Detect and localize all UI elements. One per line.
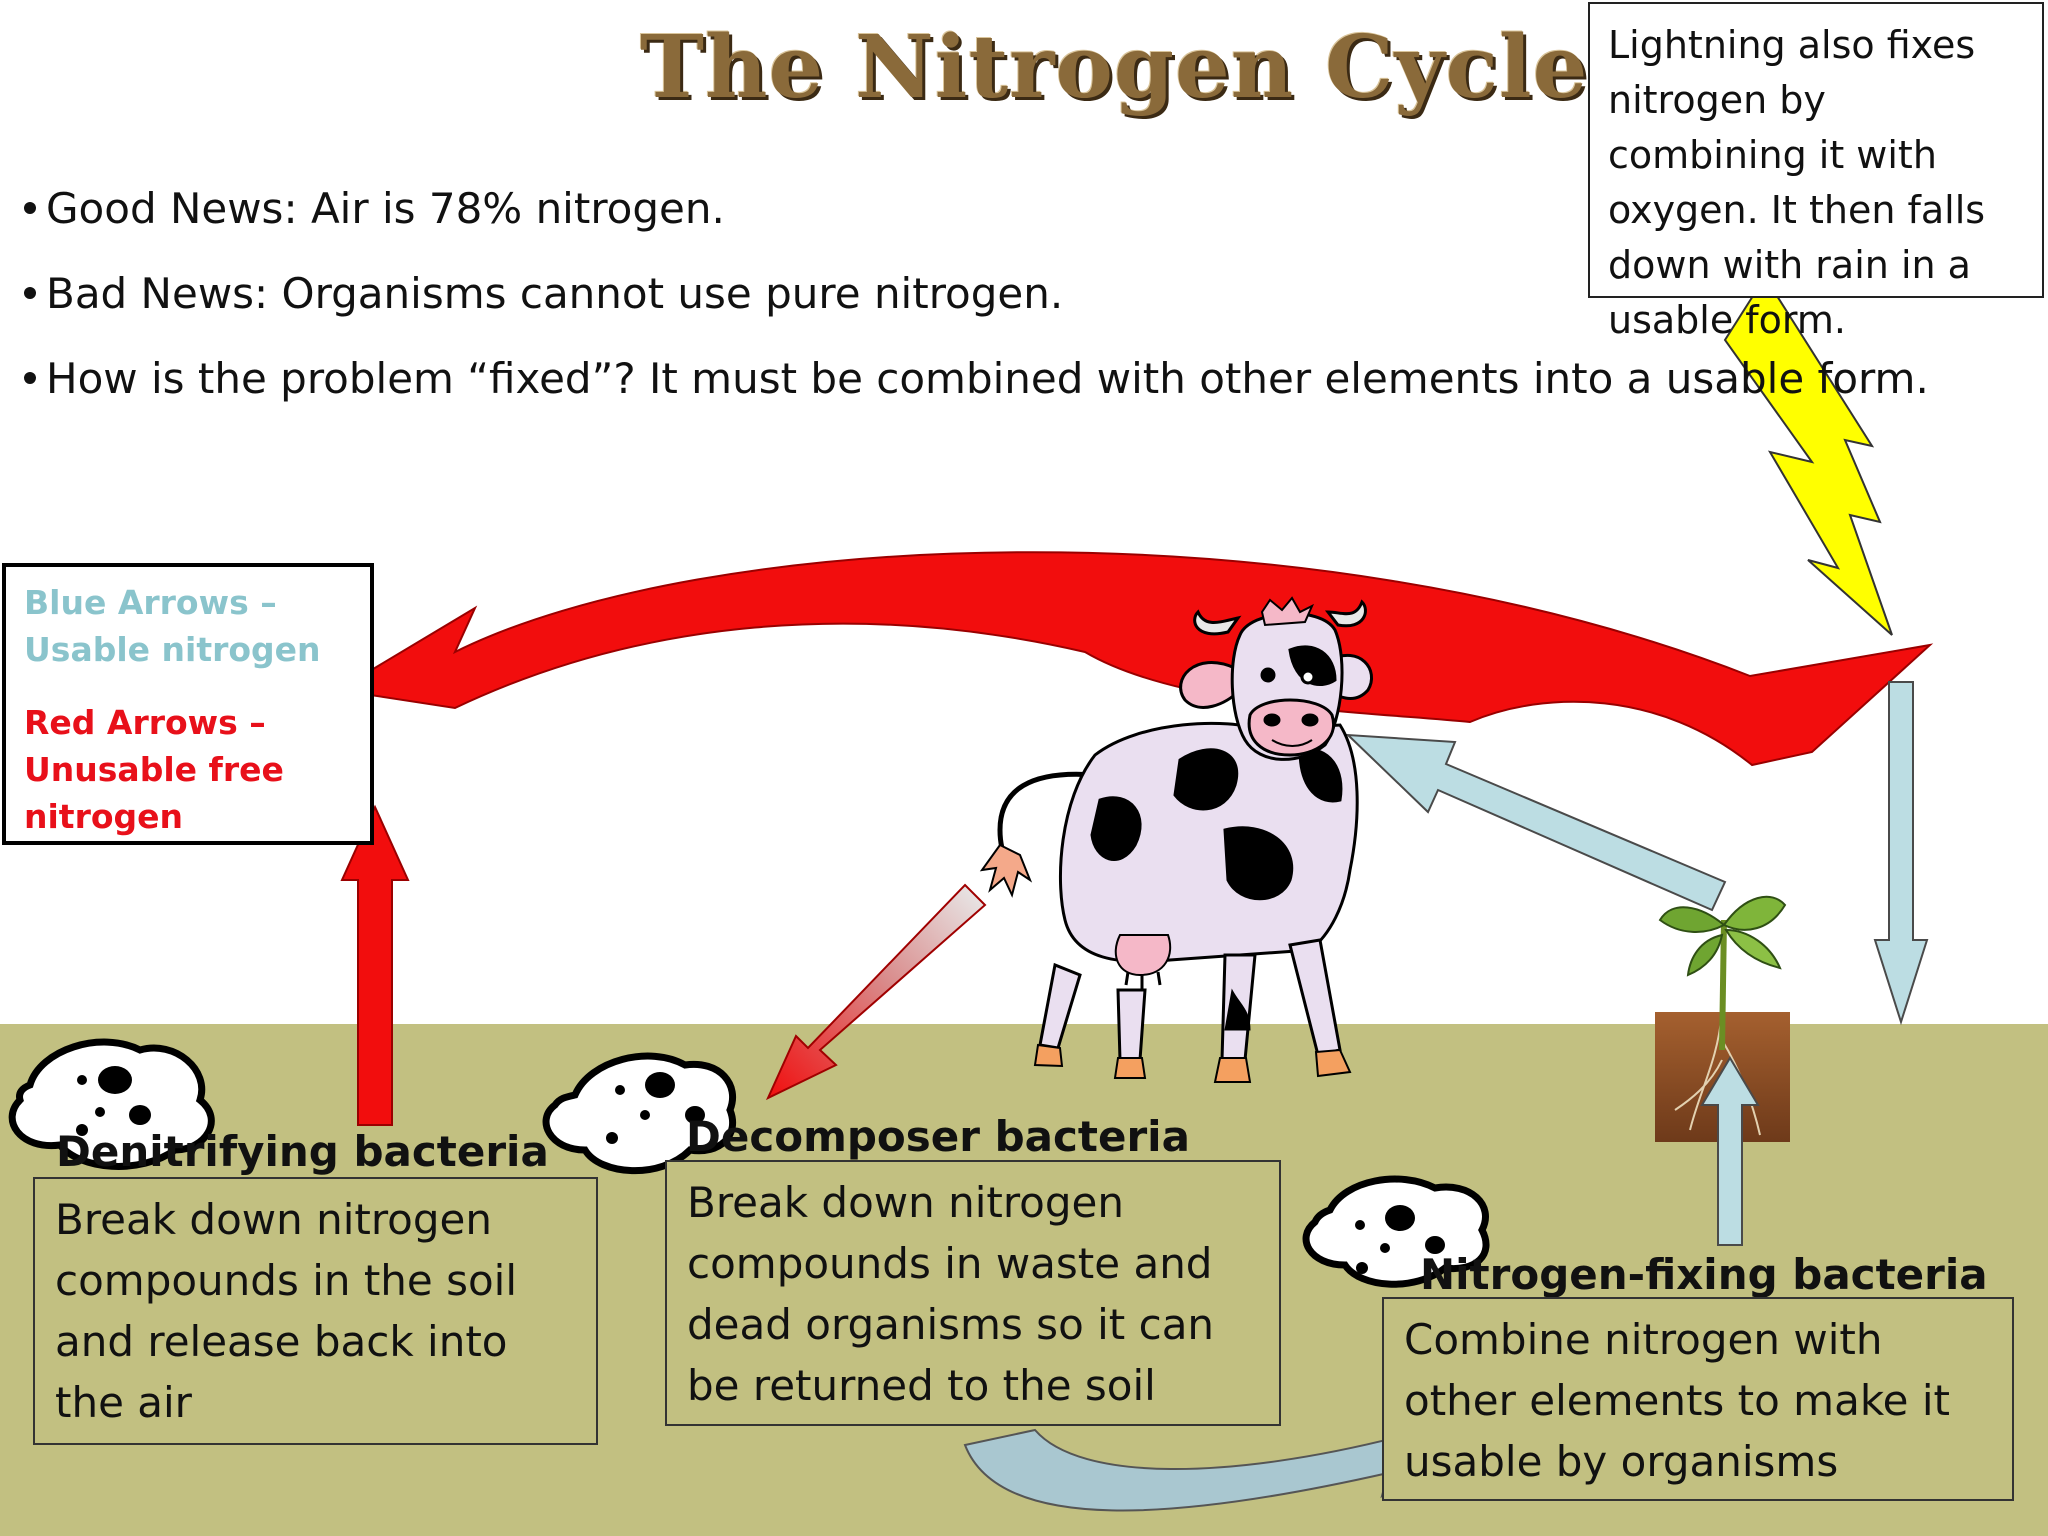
bullet-dot-icon — [24, 286, 36, 299]
lightning-callout: Lightning also fixes nitrogen by combini… — [1588, 2, 2044, 342]
red-up-arrow — [340, 804, 410, 1126]
bullet-item: Bad News: Organisms cannot use pure nitr… — [18, 265, 1978, 323]
nitrogen-fixing-heading: Nitrogen-fixing bacteria — [1420, 1250, 1988, 1299]
decomposer-description: Break down nitrogen compounds in waste a… — [665, 1160, 1281, 1426]
bullet-text: Good News: Air is 78% nitrogen. — [46, 184, 725, 233]
blue-plant-to-cow-arrow — [1345, 733, 1727, 912]
bacteria-blob-icon — [8, 1038, 215, 1170]
decomposer-arrow — [765, 883, 987, 1101]
bacteria-blob-icon — [542, 1052, 737, 1175]
denitrifying-description: Break down nitrogen compounds in the soi… — [33, 1177, 598, 1445]
bullet-item: Good News: Air is 78% nitrogen. — [18, 180, 1978, 238]
denitrifying-heading: Denitrifying bacteria — [56, 1127, 549, 1176]
bullet-item: How is the problem “fixed”? It must be c… — [18, 350, 1978, 408]
arrow-legend: Blue Arrows – Usable nitrogen Red Arrows… — [2, 563, 374, 845]
legend-red-arrows: Red Arrows – Unusable free nitrogen — [24, 703, 284, 836]
bacteria-blob-icon — [1302, 1175, 1490, 1288]
nitrogen-fixing-description: Combine nitrogen with other elements to … — [1382, 1297, 2014, 1501]
bullet-dot-icon — [24, 201, 36, 214]
cow-icon — [979, 596, 1374, 1083]
bullet-dot-icon — [24, 371, 36, 384]
bullet-text: Bad News: Organisms cannot use pure nitr… — [46, 269, 1064, 318]
bullet-text: How is the problem “fixed”? It must be c… — [46, 354, 1929, 403]
red-arch-arrow — [335, 551, 1934, 767]
decomposer-heading: Decomposer bacteria — [686, 1112, 1190, 1161]
blue-fixing-up-arrow — [1700, 1056, 1760, 1246]
blue-lightning-down-arrow — [1873, 681, 1929, 1026]
bullet-list: Good News: Air is 78% nitrogen. Bad News… — [18, 180, 1978, 435]
page-title: The Nitrogen Cycle — [640, 17, 1589, 118]
legend-blue-arrows: Blue Arrows – Usable nitrogen — [24, 583, 321, 669]
lightning-bolt-icon — [1723, 275, 1893, 636]
